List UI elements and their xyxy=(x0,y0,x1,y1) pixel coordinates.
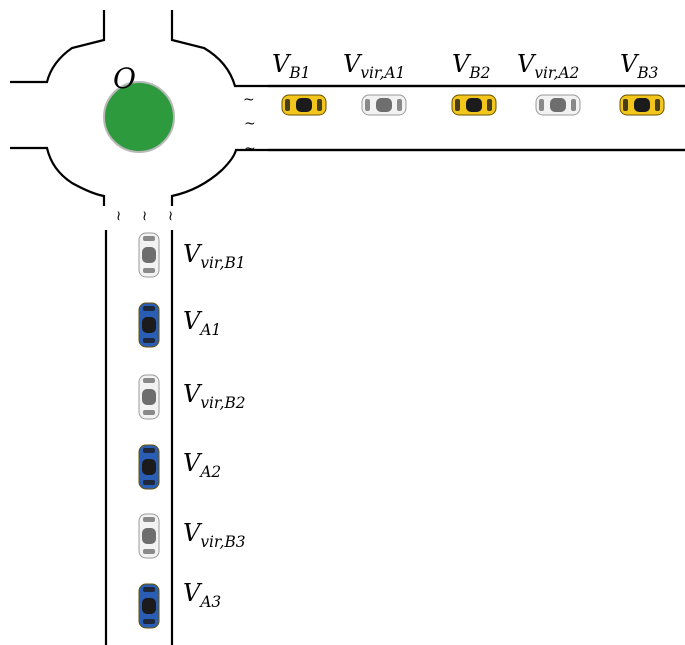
label-vir-b2-sub: vir,B2 xyxy=(200,394,245,412)
car-a1 xyxy=(138,302,160,348)
center-label: O xyxy=(113,62,136,95)
label-a2: VA2 xyxy=(183,449,221,481)
label-vir-b2-main: V xyxy=(183,380,203,408)
label-vir-b1: Vvir,B1 xyxy=(183,240,246,272)
v-break-mark-1: ~ xyxy=(110,210,126,222)
label-a3-sub: A3 xyxy=(198,593,221,611)
v-break-mark-3: ~ xyxy=(162,210,178,222)
label-vir-a1: Vvir,A1 xyxy=(343,50,405,82)
label-vir-a2-main: V xyxy=(517,50,537,78)
label-vir-b3: Vvir,B3 xyxy=(183,519,246,551)
car-b2 xyxy=(451,94,497,116)
car-vir-b3 xyxy=(138,513,160,559)
label-b2-sub: B2 xyxy=(468,64,490,82)
car-vir-b2 xyxy=(138,374,160,420)
label-vir-b3-sub: vir,B3 xyxy=(200,533,245,551)
car-vir-b1 xyxy=(138,232,160,278)
label-vir-b2: Vvir,B2 xyxy=(183,380,246,412)
car-b1 xyxy=(281,94,327,116)
h-break-mark-3: ~ xyxy=(244,141,256,157)
road-edge-se xyxy=(170,148,685,206)
label-b2: VB2 xyxy=(452,50,490,82)
label-b3-main: V xyxy=(620,50,640,78)
v-lane-break: ~ ~ ~ xyxy=(110,210,178,222)
label-a3: VA3 xyxy=(183,579,221,611)
car-vir-a2 xyxy=(535,94,581,116)
label-a1-main: V xyxy=(183,307,203,335)
h-lane-break: ~ ~ ~ xyxy=(243,92,256,157)
label-vir-a2-sub: vir,A2 xyxy=(534,64,579,82)
h-break-mark-2: ~ xyxy=(244,116,256,132)
label-vir-b3-main: V xyxy=(183,519,203,547)
car-b3 xyxy=(619,94,665,116)
car-a3 xyxy=(138,583,160,629)
label-b1: VB1 xyxy=(272,50,310,82)
label-vir-a1-main: V xyxy=(343,50,363,78)
road-edge-sw xyxy=(10,146,106,206)
center-island xyxy=(103,81,175,153)
label-a2-main: V xyxy=(183,449,203,477)
label-b2-main: V xyxy=(452,50,472,78)
label-vir-a2: Vvir,A2 xyxy=(517,50,579,82)
v-break-mark-2: ~ xyxy=(136,210,152,222)
label-a1-sub: A1 xyxy=(198,321,221,339)
roundabout: O xyxy=(10,10,685,206)
car-a2 xyxy=(138,444,160,490)
car-vir-a1 xyxy=(361,94,407,116)
road-edge-nw xyxy=(10,10,106,84)
label-a3-main: V xyxy=(183,579,203,607)
label-vir-b1-sub: vir,B1 xyxy=(200,254,245,272)
road-edge-ne xyxy=(170,10,685,88)
label-b3-sub: B3 xyxy=(636,64,658,82)
label-a1: VA1 xyxy=(183,307,221,339)
label-vir-a1-sub: vir,A1 xyxy=(360,64,405,82)
h-break-mark-1: ~ xyxy=(243,92,255,108)
label-b1-main: V xyxy=(272,50,292,78)
label-vir-b1-main: V xyxy=(183,240,203,268)
label-b3: VB3 xyxy=(620,50,659,82)
label-b1-sub: B1 xyxy=(288,64,310,82)
label-a2-sub: A2 xyxy=(198,463,221,481)
